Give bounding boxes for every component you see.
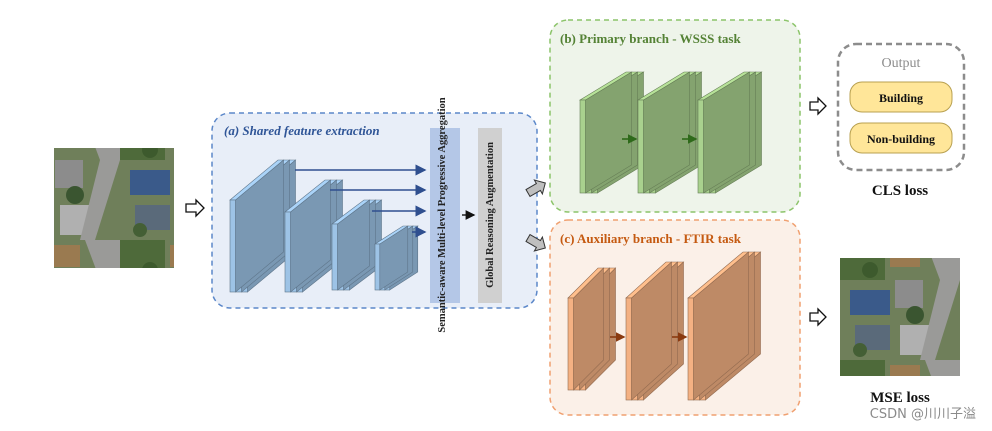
- reasoning-module-label: Global Reasoning Augmentation: [485, 142, 496, 288]
- primary-to-output-arrow: [809, 96, 827, 116]
- auxiliary-stage-1: [567, 267, 617, 391]
- arrow-to-primary: [525, 179, 546, 198]
- output-class-non-building-label: Non-building: [867, 132, 935, 146]
- auxiliary-branch-title: (c) Auxiliary branch - FTIR task: [560, 231, 742, 246]
- primary-stage-3: [696, 71, 763, 194]
- encoder-feature-stacks: [229, 159, 419, 293]
- cls-loss-label: CLS loss: [872, 183, 928, 199]
- encoder-stage-1: [229, 159, 297, 293]
- primary-feature-stacks: [578, 71, 763, 194]
- primary-stage-1: [578, 71, 645, 194]
- reasoning-module: [478, 128, 502, 303]
- primary-branch-title: (b) Primary branch - WSSS task: [560, 31, 741, 46]
- reconstructed-aerial-image: [840, 258, 960, 376]
- shared-extraction-title: (a) Shared feature extraction: [224, 123, 380, 138]
- auxiliary-feature-stacks: [567, 251, 762, 401]
- auxiliary-stage-3: [687, 251, 762, 401]
- input-aerial-image: [54, 148, 174, 268]
- encoder-stage-4: [373, 225, 419, 291]
- auxiliary-stage-2: [625, 261, 685, 401]
- auxiliary-to-reconstruction-arrow: [809, 307, 827, 327]
- output-class-building-label: Building: [879, 91, 923, 105]
- arrow-to-auxiliary: [525, 233, 546, 252]
- output-class-non-building: [849, 122, 953, 154]
- input-arrow: [185, 198, 205, 218]
- output-title: Output: [882, 56, 921, 71]
- primary-stage-2: [636, 71, 703, 194]
- encoder-stage-3: [331, 199, 383, 291]
- aggregation-module: [430, 128, 460, 303]
- output-class-building: [849, 81, 953, 113]
- feature-arrows: [295, 164, 427, 238]
- aggregation-module-label: Semantic-aware Multi-level Progressive A…: [437, 97, 448, 332]
- mse-loss-label: MSE loss: [870, 390, 930, 406]
- watermark: CSDN @川川子溢: [870, 407, 976, 422]
